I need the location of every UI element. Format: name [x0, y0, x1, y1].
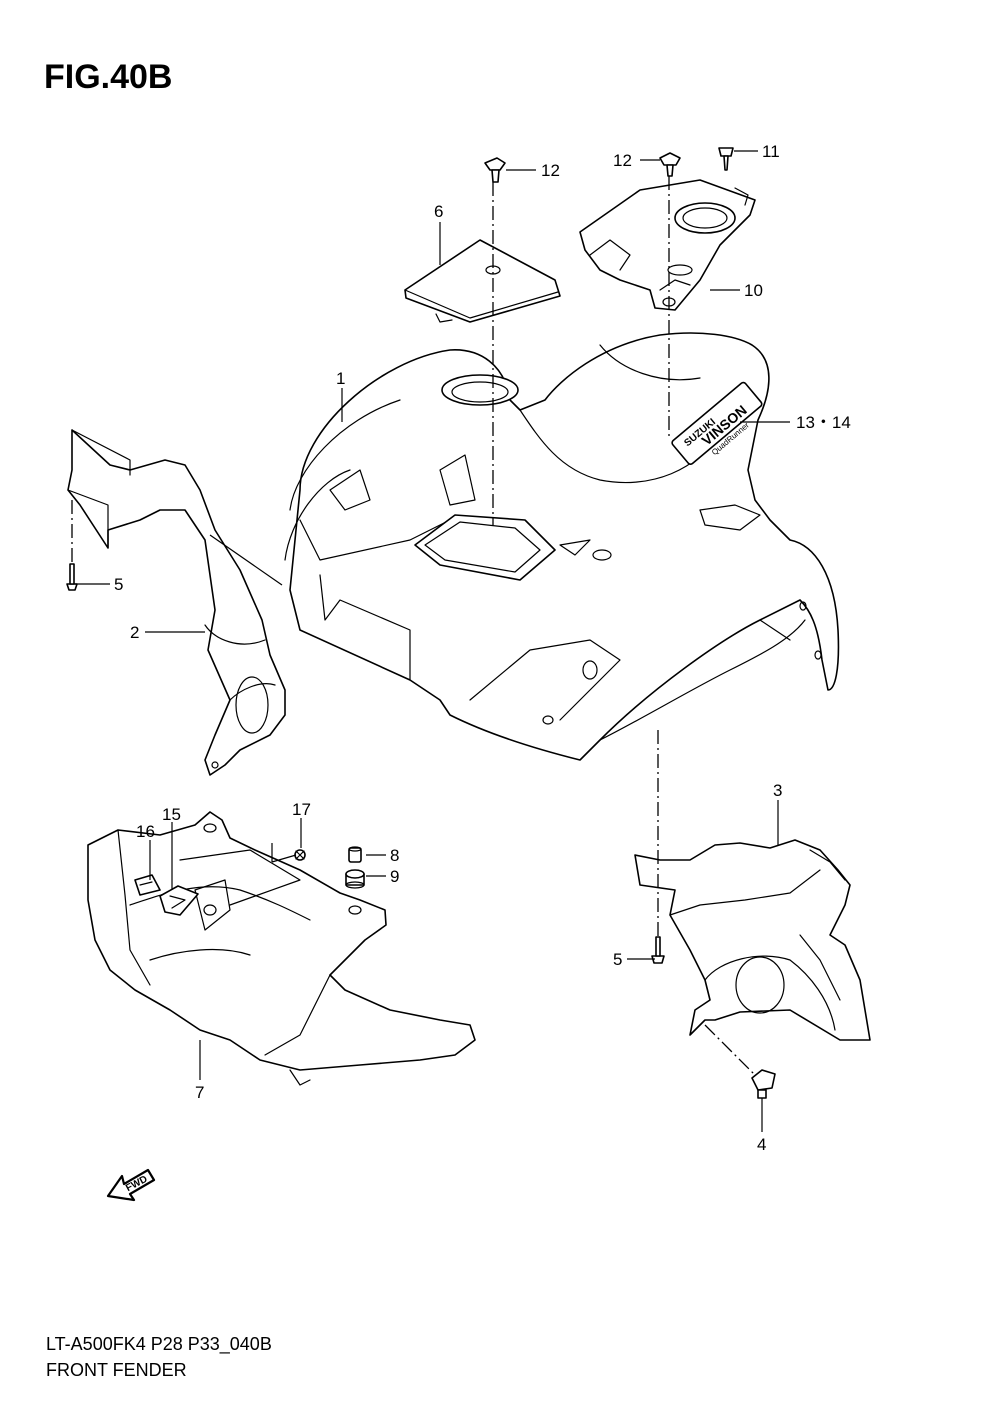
callout-17: 17 [292, 800, 311, 819]
callout-12-right: 12 [613, 151, 632, 170]
fwd-direction-arrow: FWD [106, 1168, 156, 1202]
callout-8: 8 [390, 846, 399, 865]
clip-12-left [484, 157, 506, 183]
callout-16: 16 [136, 822, 155, 841]
callout-3: 3 [773, 781, 782, 800]
right-mud-guard-part [634, 839, 871, 1041]
callout-leaders [75, 150, 790, 1132]
nut-17 [294, 849, 306, 861]
screw-11 [718, 147, 734, 171]
callout-7: 7 [195, 1083, 204, 1102]
tank-cover-part [579, 179, 756, 311]
callout-4: 4 [757, 1135, 766, 1154]
left-mud-guard-part [67, 429, 286, 776]
screw-5-upper [66, 563, 78, 591]
callout-15: 15 [162, 805, 181, 824]
callout-5-lower: 5 [613, 950, 622, 969]
model-code: LT-A500FK4 P28 P33_040B [46, 1334, 272, 1354]
callout-13-14: 13・14 [796, 413, 851, 432]
assembly-lines [71, 176, 756, 1076]
callout-1: 1 [336, 369, 345, 388]
callout-2: 2 [130, 623, 139, 642]
front-guard-part [87, 811, 476, 1086]
callout-11: 11 [762, 142, 780, 161]
callout-5-upper: 5 [114, 575, 123, 594]
callout-10: 10 [744, 281, 763, 300]
callout-labels: 12 12 11 6 10 1 13・14 5 2 3 5 4 7 8 9 16… [114, 142, 851, 1154]
callout-12-left: 12 [541, 161, 560, 180]
cover-lid-part [404, 239, 561, 323]
callout-6: 6 [434, 202, 443, 221]
callout-9: 9 [390, 867, 399, 886]
figure-title: FIG.40B [44, 58, 173, 96]
collar-8 [348, 846, 362, 863]
part-group-name: FRONT FENDER [46, 1360, 187, 1380]
screw-5-lower [651, 936, 665, 964]
grommet-9 [345, 869, 365, 889]
bolt-4 [751, 1069, 776, 1099]
clip-12-right [659, 152, 681, 177]
